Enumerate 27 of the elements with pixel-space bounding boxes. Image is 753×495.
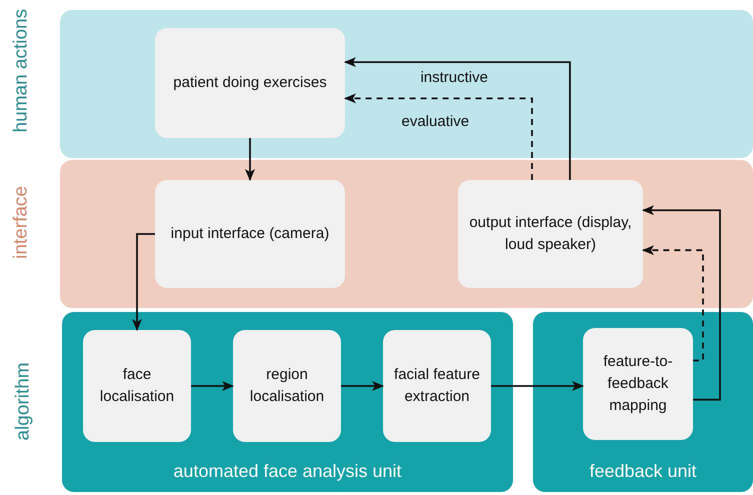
process-box: facial feature extraction [383, 330, 491, 442]
unit-panel [533, 312, 753, 492]
unit-panel [62, 312, 513, 492]
process-box: input interface (camera) [155, 180, 345, 288]
arrow [341, 381, 384, 391]
unit-title: feedback unit [588, 461, 698, 482]
band-background [60, 160, 753, 308]
band-background [60, 10, 753, 158]
arrow [642, 245, 704, 362]
row-heading: algorithm [14, 361, 34, 443]
process-box: patient doing exercises [155, 28, 345, 138]
arrow [132, 233, 155, 331]
process-box: face localisation [83, 330, 191, 442]
row-heading: interface [12, 185, 32, 261]
arrow [245, 138, 255, 181]
arrow [191, 381, 234, 391]
arrow [344, 57, 571, 180]
unit-title: automated face analysis unit [172, 461, 403, 482]
arrow [491, 381, 584, 391]
process-box: feature-to-feedback mapping [583, 328, 693, 440]
edge-label: evaluative [400, 113, 470, 130]
arrow [642, 205, 721, 401]
process-box: output interface (display, loud speaker) [458, 180, 643, 288]
row-heading: human actions [12, 12, 32, 132]
edge-label: instructive [419, 69, 489, 86]
process-box: region localisation [233, 330, 341, 442]
arrow [344, 93, 533, 180]
